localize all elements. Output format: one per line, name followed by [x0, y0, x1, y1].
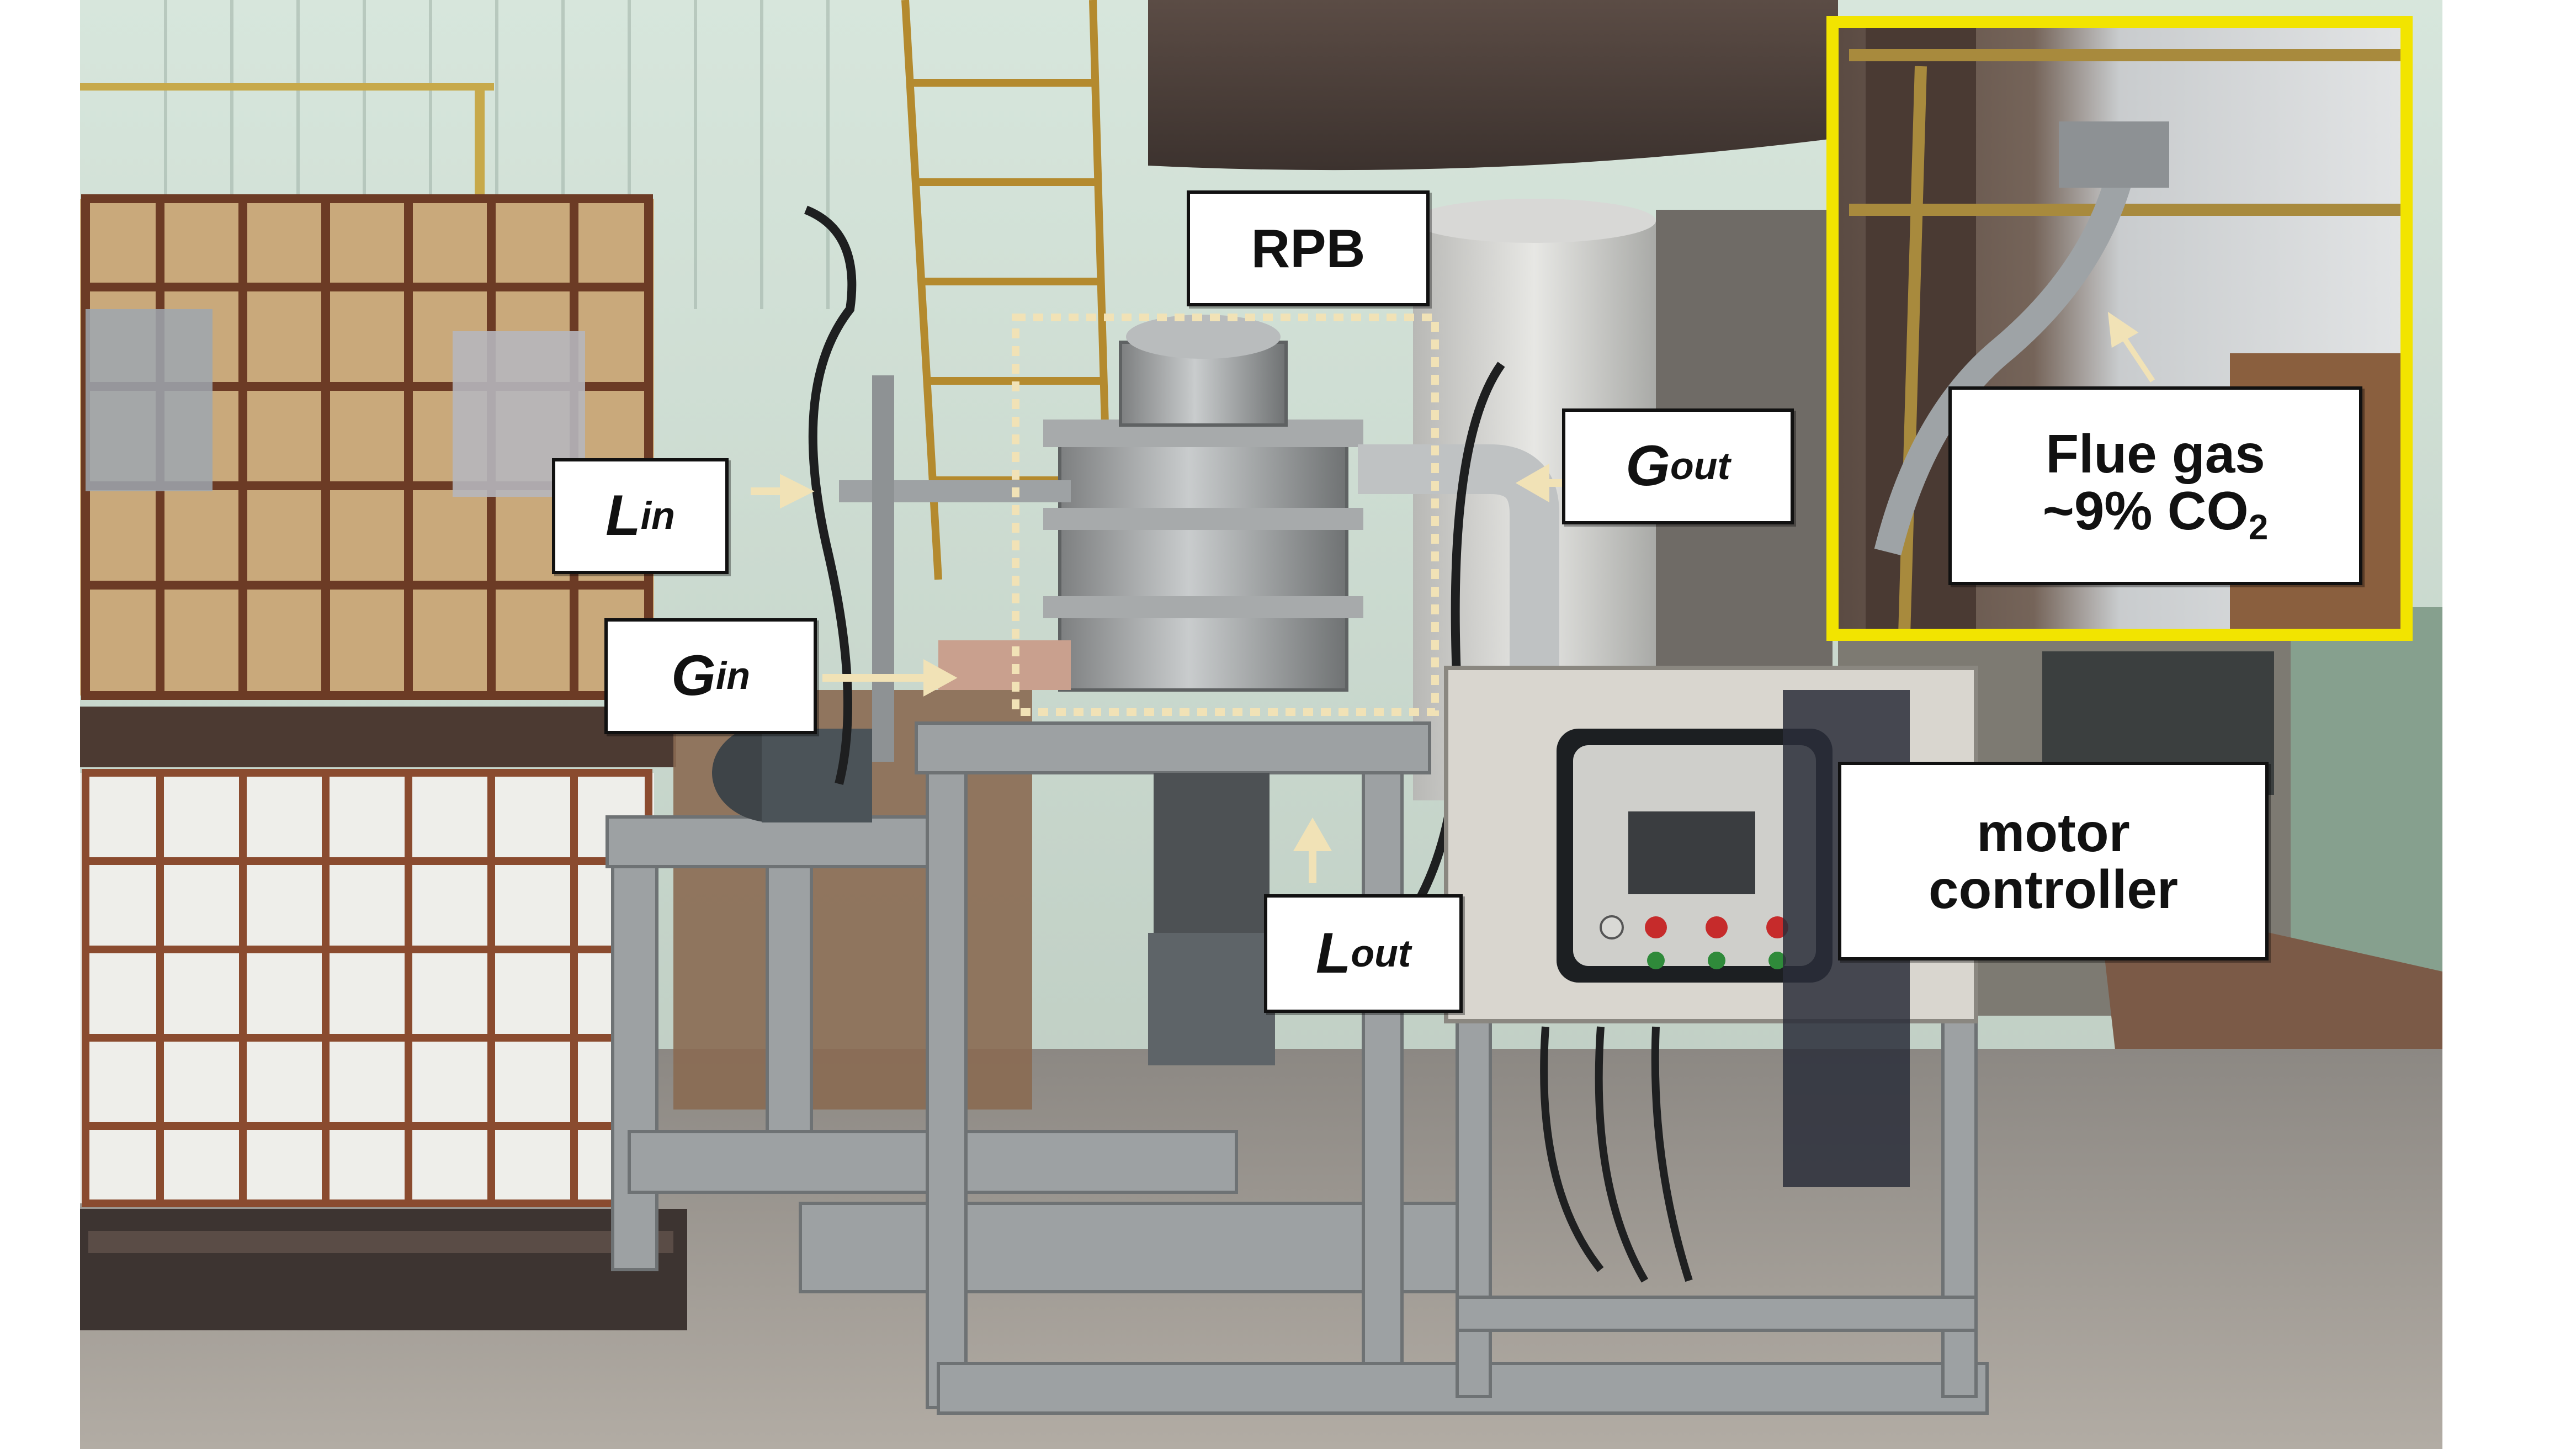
label-g-in-subscript: in: [715, 654, 751, 698]
label-g-in-symbol: G: [671, 644, 716, 708]
label-rpb-text: RPB: [1251, 217, 1366, 279]
label-motor-controller-line1: motor: [1977, 802, 2130, 863]
label-motor-controller: motor controller: [1838, 762, 2269, 960]
label-flue-gas-line1: Flue gas: [2046, 423, 2265, 484]
label-flue-gas-co2-subscript: 2: [2248, 507, 2269, 547]
label-rpb: RPB: [1187, 190, 1430, 306]
label-l-in-symbol: L: [606, 484, 641, 548]
label-g-out-subscript: out: [1670, 444, 1730, 488]
label-l-out-subscript: out: [1351, 931, 1411, 975]
label-l-in-subscript: in: [640, 494, 675, 538]
label-flue-gas-line2: ~9% CO2: [2043, 482, 2269, 546]
label-motor-controller-line2: controller: [1929, 859, 2178, 920]
label-g-out-symbol: G: [1626, 434, 1671, 498]
label-flue-gas-co2: ~9% CO: [2042, 480, 2249, 541]
label-l-out-symbol: L: [1315, 921, 1351, 985]
label-flue-gas: Flue gas ~9% CO2: [1948, 386, 2362, 585]
